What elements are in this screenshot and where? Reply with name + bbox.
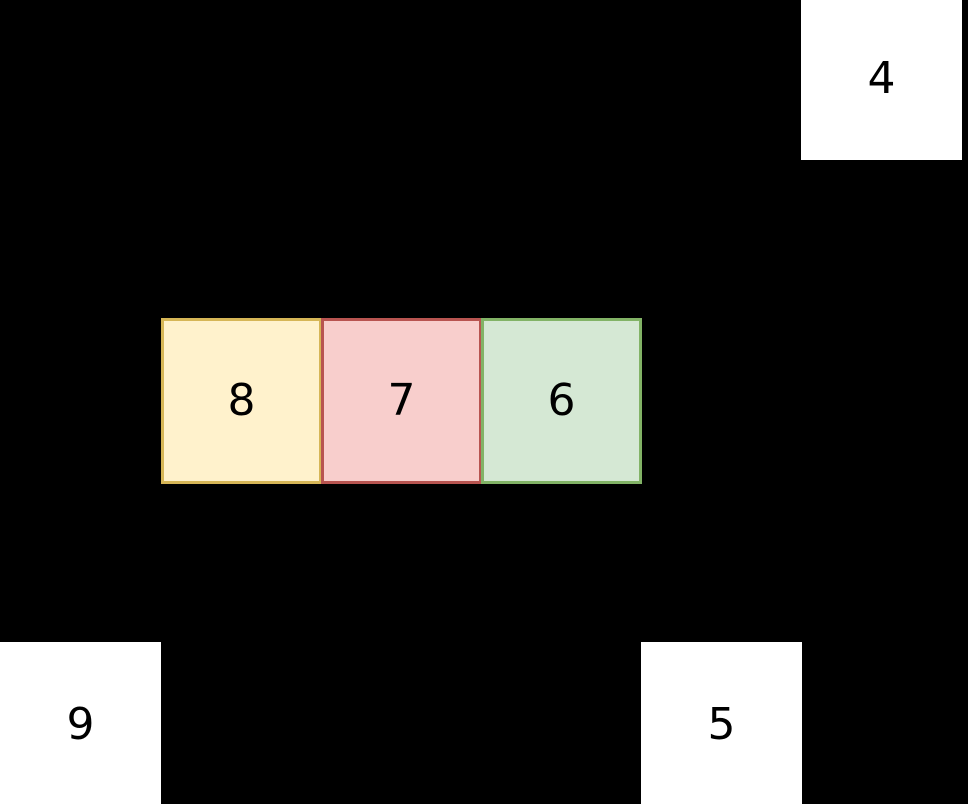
tile-9-label: 9 [66,698,95,750]
tile-4-label: 4 [867,52,896,104]
tile-5[interactable]: 5 [641,642,802,804]
tile-5-label: 5 [707,698,736,750]
sequence-cell-7-label: 7 [387,375,416,426]
sequence-row: 8 7 6 [161,318,642,484]
sequence-cell-7[interactable]: 7 [321,318,482,484]
sequence-cell-6-label: 6 [547,375,576,426]
tile-9[interactable]: 9 [0,642,161,804]
sequence-cell-8-label: 8 [227,375,256,426]
sequence-cell-6[interactable]: 6 [481,318,642,484]
tile-4[interactable]: 4 [801,0,962,160]
sequence-cell-8[interactable]: 8 [161,318,322,484]
